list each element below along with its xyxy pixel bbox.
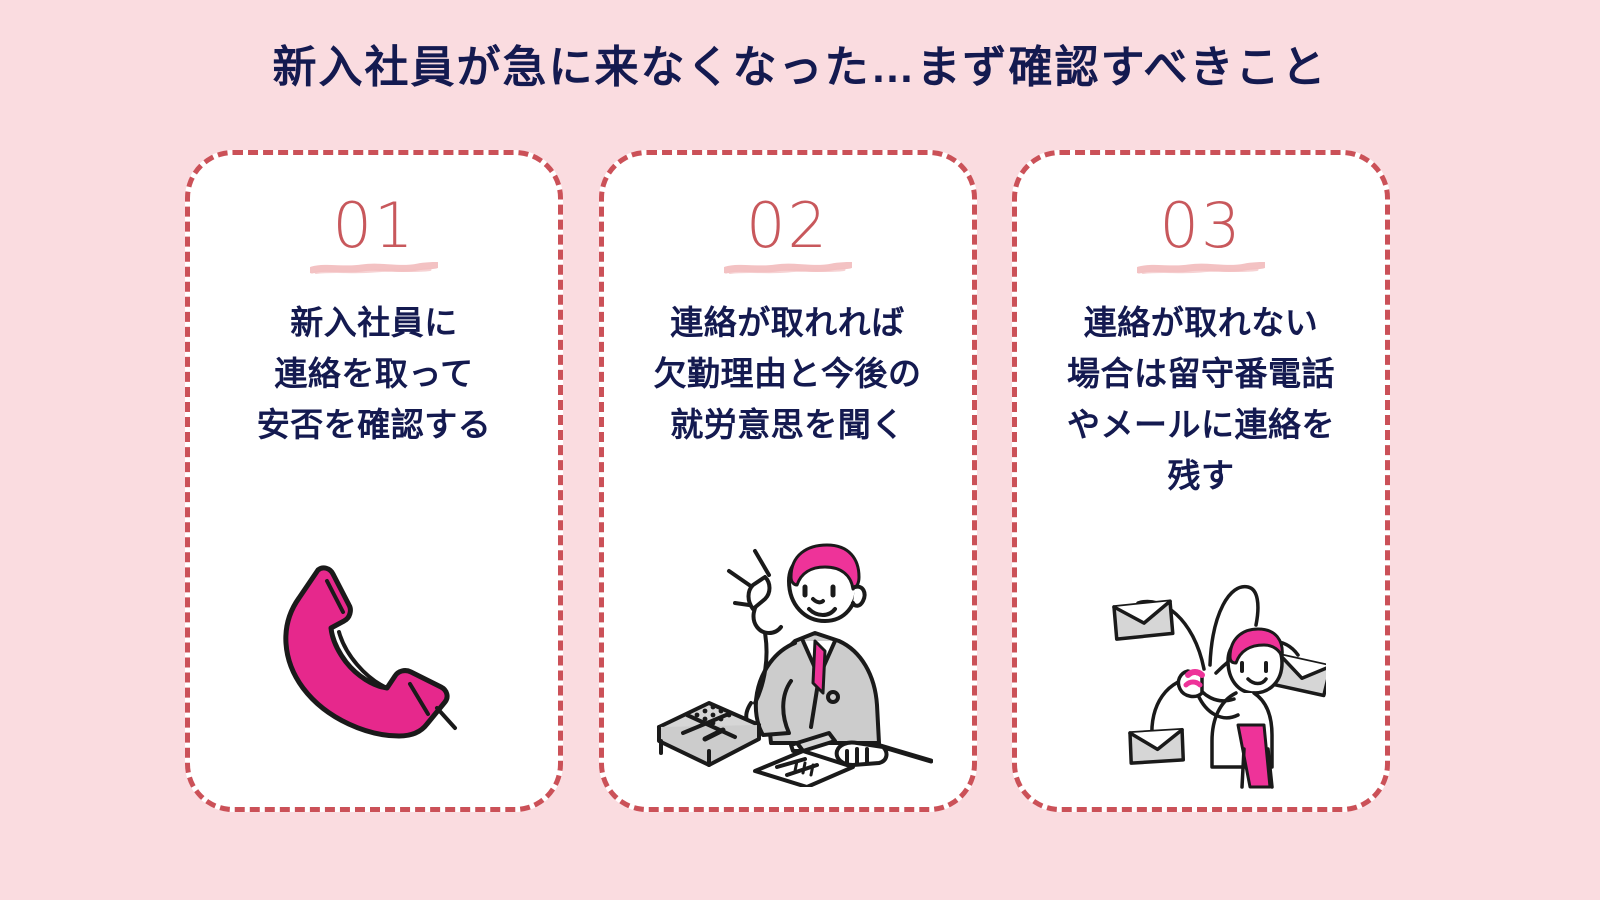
step-text-01: 新入社員に 連絡を取って 安否を確認する: [243, 297, 506, 450]
page-title: 新入社員が急に来なくなった…まず確認すべきこと: [272, 43, 1328, 92]
step-text-02: 連絡が取れれば 欠勤理由と今後の 就労意思を聞く: [640, 297, 936, 450]
illustration-02: [604, 537, 972, 787]
step-number-wrap-02: 02: [723, 189, 852, 274]
step-text-line: 連絡が取れれば: [670, 304, 905, 341]
brush-underline-icon: [310, 262, 438, 274]
step-text-line: 新入社員に: [290, 304, 458, 341]
brush-underline-icon: [1137, 262, 1265, 274]
step-text-line: 連絡が取れない: [1083, 304, 1319, 341]
brush-underline-icon: [723, 262, 852, 274]
steps-card-row: 01 新入社員に 連絡を取って 安否を確認する: [185, 150, 1390, 815]
step-card-03[interactable]: 03 連絡が取れない 場合は留守番電話 やメールに連絡を 残す: [1012, 150, 1390, 812]
telephone-handset-icon: [283, 565, 457, 739]
step-number-wrap-01: 01: [310, 189, 438, 274]
illustration-01: [190, 536, 558, 751]
step-text-line: 連絡を取って: [274, 355, 474, 393]
step-number-wrap-03: 03: [1137, 189, 1265, 274]
step-text-line: 欠勤理由と今後の: [653, 355, 922, 393]
step-number-01: 01: [332, 189, 416, 262]
step-text-line: 安否を確認する: [256, 406, 492, 444]
step-text-line: 就労意思を聞く: [670, 406, 905, 444]
step-card-02[interactable]: 02 連絡が取れれば 欠勤理由と今後の 就労意思を聞く: [598, 150, 977, 812]
step-text-line: 残す: [1167, 457, 1235, 495]
businessman-on-phone-icon: [656, 543, 933, 787]
illustration-03: [1017, 559, 1385, 789]
step-card-01[interactable]: 01 新入社員に 連絡を取って 安否を確認する: [185, 150, 563, 812]
step-text-03: 連絡が取れない 場合は留守番電話 やメールに連絡を 残す: [1053, 297, 1349, 502]
step-number-02: 02: [746, 189, 829, 262]
step-number-03: 03: [1159, 189, 1243, 262]
person-sending-emails-icon: [1112, 584, 1326, 789]
step-text-line: やメールに連絡を: [1067, 406, 1335, 444]
step-text-line: 場合は留守番電話: [1067, 355, 1335, 393]
